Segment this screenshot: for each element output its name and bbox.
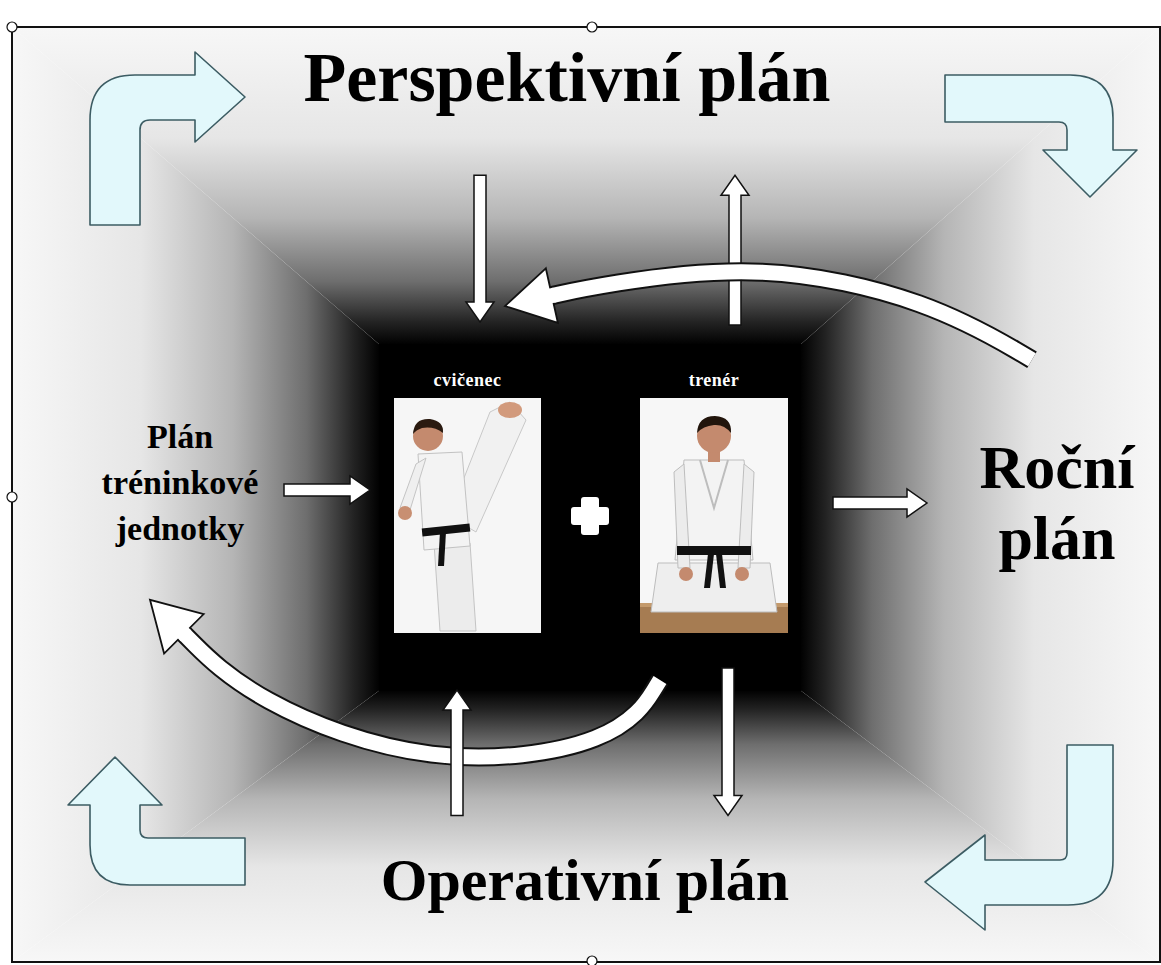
frame-border: [12, 27, 1160, 962]
connector-arrow: [505, 268, 1032, 359]
coach-photo-art: [640, 398, 788, 633]
plus-sign: [571, 497, 609, 535]
connector-arrow: [833, 489, 927, 517]
connector-arrow: [714, 668, 742, 816]
plan-title: Perspektivní plán: [303, 38, 830, 119]
gradient-ground: [12, 27, 1160, 962]
arrow-head: [505, 268, 558, 323]
connector-arrow: [466, 175, 494, 322]
athlete-photo: cvičenec: [394, 370, 541, 633]
corner-arrow: [90, 52, 245, 225]
hair: [697, 416, 731, 433]
arrow-joint: [546, 295, 555, 297]
curved-arrow-body: [552, 272, 1032, 360]
photo-ground: [394, 398, 541, 633]
photo-caption: cvičenec: [394, 370, 541, 392]
arm: [400, 458, 426, 510]
hair: [413, 419, 443, 434]
athlete-photo-art: [394, 398, 541, 633]
plus-bar: [571, 507, 609, 525]
curved-arrow-body: [184, 634, 660, 757]
corner-arrow: [945, 75, 1137, 197]
black-belt: [677, 546, 751, 555]
hand: [679, 567, 693, 581]
ground-center: [379, 344, 801, 691]
ground-left: [12, 27, 380, 962]
hand: [735, 567, 749, 581]
kneeling-legs: [651, 563, 777, 612]
connector-arrow: [150, 600, 660, 757]
arrow-joint: [180, 630, 186, 636]
handle: [7, 22, 17, 32]
block-arrow: [284, 476, 370, 504]
curved-arrow-outline: [552, 272, 1032, 360]
curved-arrow-outline: [184, 634, 660, 757]
block-arrow: [721, 175, 749, 325]
selection-handles: [7, 22, 597, 965]
connector-arrow: [284, 476, 370, 504]
plan-title: Plán tréninkové jednotky: [80, 414, 280, 552]
handle: [587, 956, 597, 965]
corner-arrow: [925, 745, 1113, 930]
plan-label: Perspektivní plán: [303, 38, 830, 119]
connector-arrow: [443, 690, 471, 816]
handle: [587, 22, 597, 32]
block-arrow: [466, 175, 494, 322]
ground-right: [800, 27, 1160, 962]
photo-ground: [640, 398, 788, 633]
plan-title: Operativní plán: [381, 846, 789, 915]
handle: [7, 492, 17, 502]
plan-label: Plán tréninkové jednotky: [80, 414, 280, 552]
fist: [398, 506, 412, 520]
block-arrow: [443, 690, 471, 816]
plan-label: Operativní plán: [381, 846, 789, 915]
plan-title: Roční plán: [967, 432, 1147, 575]
gi-lapel: [700, 460, 728, 508]
corner-arrow: [68, 757, 245, 885]
black-belt: [422, 524, 471, 537]
coach-photo: trenér: [640, 370, 788, 633]
photo-caption: trenér: [640, 370, 788, 392]
connector-arrow: [721, 175, 749, 325]
belt-end: [716, 554, 726, 588]
block-arrow: [833, 489, 927, 517]
arrow-head: [150, 600, 204, 654]
belt-end: [704, 554, 714, 588]
foot: [498, 402, 522, 418]
plan-label: Roční plán: [967, 432, 1147, 575]
block-arrow: [714, 668, 742, 816]
belt-end: [438, 532, 446, 566]
cycle-arrows: [68, 52, 1137, 930]
